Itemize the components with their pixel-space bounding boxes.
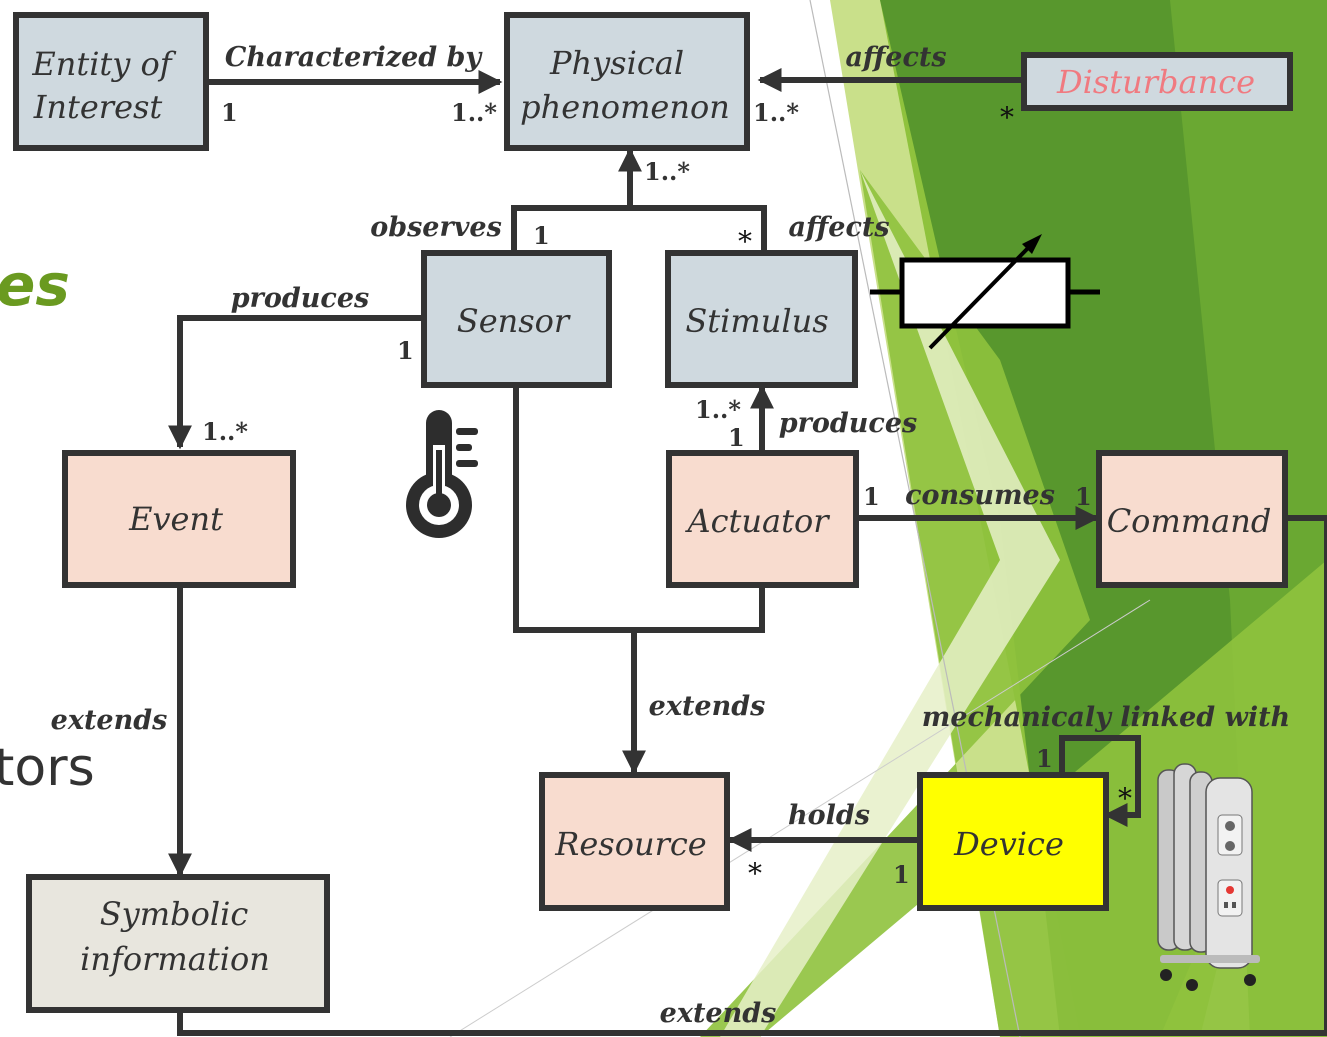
edge-extends-command bbox=[168, 515, 1327, 1036]
rel-mechanically-linked: mechanicaly linked with bbox=[922, 702, 1290, 733]
mult-device-holds: 1 bbox=[893, 860, 910, 889]
mult-device-link-top: 1 bbox=[1036, 744, 1053, 773]
phenomenon-label-line1: Physical bbox=[549, 44, 684, 82]
mult-sensor-observes: 1 bbox=[533, 221, 550, 250]
mult-stimulus-affects: * bbox=[738, 225, 752, 258]
class-sensor bbox=[421, 250, 612, 388]
rel-affects-stimulus: affects bbox=[788, 212, 889, 243]
symbolic-label-line2: information bbox=[80, 940, 270, 978]
mult-actuator-consumes: 1 bbox=[863, 482, 880, 511]
rel-affects-disturbance: affects bbox=[845, 42, 946, 73]
rel-extends-symbolic-left: extends bbox=[51, 705, 168, 736]
bg-shape-pale bbox=[720, 170, 1060, 1037]
mult-actuator-produces: 1 bbox=[728, 423, 745, 452]
edge-produces-event bbox=[168, 315, 424, 450]
resource-label: Resource bbox=[554, 825, 706, 863]
mult-disturbance-source: * bbox=[1000, 101, 1014, 134]
edge-sensor-stimulus-join bbox=[511, 205, 767, 255]
class-command bbox=[1096, 450, 1288, 588]
class-entity-of-interest bbox=[13, 12, 209, 151]
class-event bbox=[62, 450, 296, 588]
mult-resource-target: * bbox=[748, 857, 762, 890]
class-stimulus bbox=[665, 250, 858, 388]
phenomenon-label-line2: phenomenon bbox=[520, 88, 730, 126]
rel-produces-event: produces bbox=[231, 283, 369, 314]
mult-device-link-star: * bbox=[1118, 782, 1132, 815]
sensor-label: Sensor bbox=[457, 302, 571, 340]
stimulus-label: Stimulus bbox=[685, 302, 828, 340]
edge-resource-join bbox=[513, 387, 765, 633]
class-labels: Entity of Interest Physical phenomenon D… bbox=[31, 44, 1271, 978]
mult-sensor-produces: 1 bbox=[397, 336, 414, 365]
command-label: Command bbox=[1107, 502, 1272, 540]
bg-heading-fragment: es bbox=[0, 251, 70, 319]
edge-mechanical-link bbox=[1059, 735, 1141, 827]
rel-produces-stimulus: produces bbox=[779, 408, 917, 439]
actuator-label: Actuator bbox=[685, 502, 831, 540]
bg-bullet-fragment: tors bbox=[0, 738, 95, 798]
class-physical-phenomenon bbox=[504, 12, 750, 151]
class-boxes bbox=[13, 12, 1293, 1013]
entity-label-line2: Interest bbox=[33, 88, 163, 126]
relation-labels: Characterized by affects observes affect… bbox=[51, 42, 1291, 1029]
rel-characterized-by: Characterized by bbox=[225, 42, 484, 73]
mult-entity-source: 1 bbox=[221, 98, 238, 127]
rel-observes: observes bbox=[370, 212, 502, 243]
thermometer-icon bbox=[406, 410, 478, 538]
mult-event-target: 1..* bbox=[202, 417, 248, 446]
mult-phenomenon-left: 1..* bbox=[451, 98, 497, 127]
event-label: Event bbox=[128, 500, 223, 538]
disturbance-label: Disturbance bbox=[1056, 63, 1255, 101]
connectors bbox=[168, 68, 1327, 1036]
rel-consumes: consumes bbox=[905, 480, 1055, 511]
mult-phenomenon-right: 1..* bbox=[753, 98, 799, 127]
rel-extends-resource: extends bbox=[649, 691, 766, 722]
class-resource bbox=[539, 772, 730, 911]
symbolic-label-line1: Symbolic bbox=[100, 895, 249, 933]
class-device bbox=[917, 772, 1109, 911]
class-actuator bbox=[666, 450, 859, 588]
rel-holds: holds bbox=[788, 800, 870, 831]
oil-heater-icon bbox=[1157, 763, 1260, 991]
multiplicity-labels: 1 1..* 1..* * 1..* 1 * 1 1..* 1..* 1 1 1… bbox=[202, 98, 1132, 890]
entity-label-line1: Entity of bbox=[31, 45, 176, 83]
variable-resistor-icon bbox=[870, 234, 1100, 350]
class-symbolic-information bbox=[26, 874, 330, 1013]
mult-stimulus-target: 1..* bbox=[695, 395, 741, 424]
class-disturbance bbox=[1021, 52, 1293, 111]
mult-phenomenon-bottom: 1..* bbox=[644, 157, 690, 186]
bg-line-lower bbox=[449, 599, 1151, 1037]
device-label: Device bbox=[953, 825, 1064, 863]
mult-command-target: 1 bbox=[1075, 482, 1092, 511]
rel-extends-symbolic-bottom: extends bbox=[660, 998, 777, 1029]
